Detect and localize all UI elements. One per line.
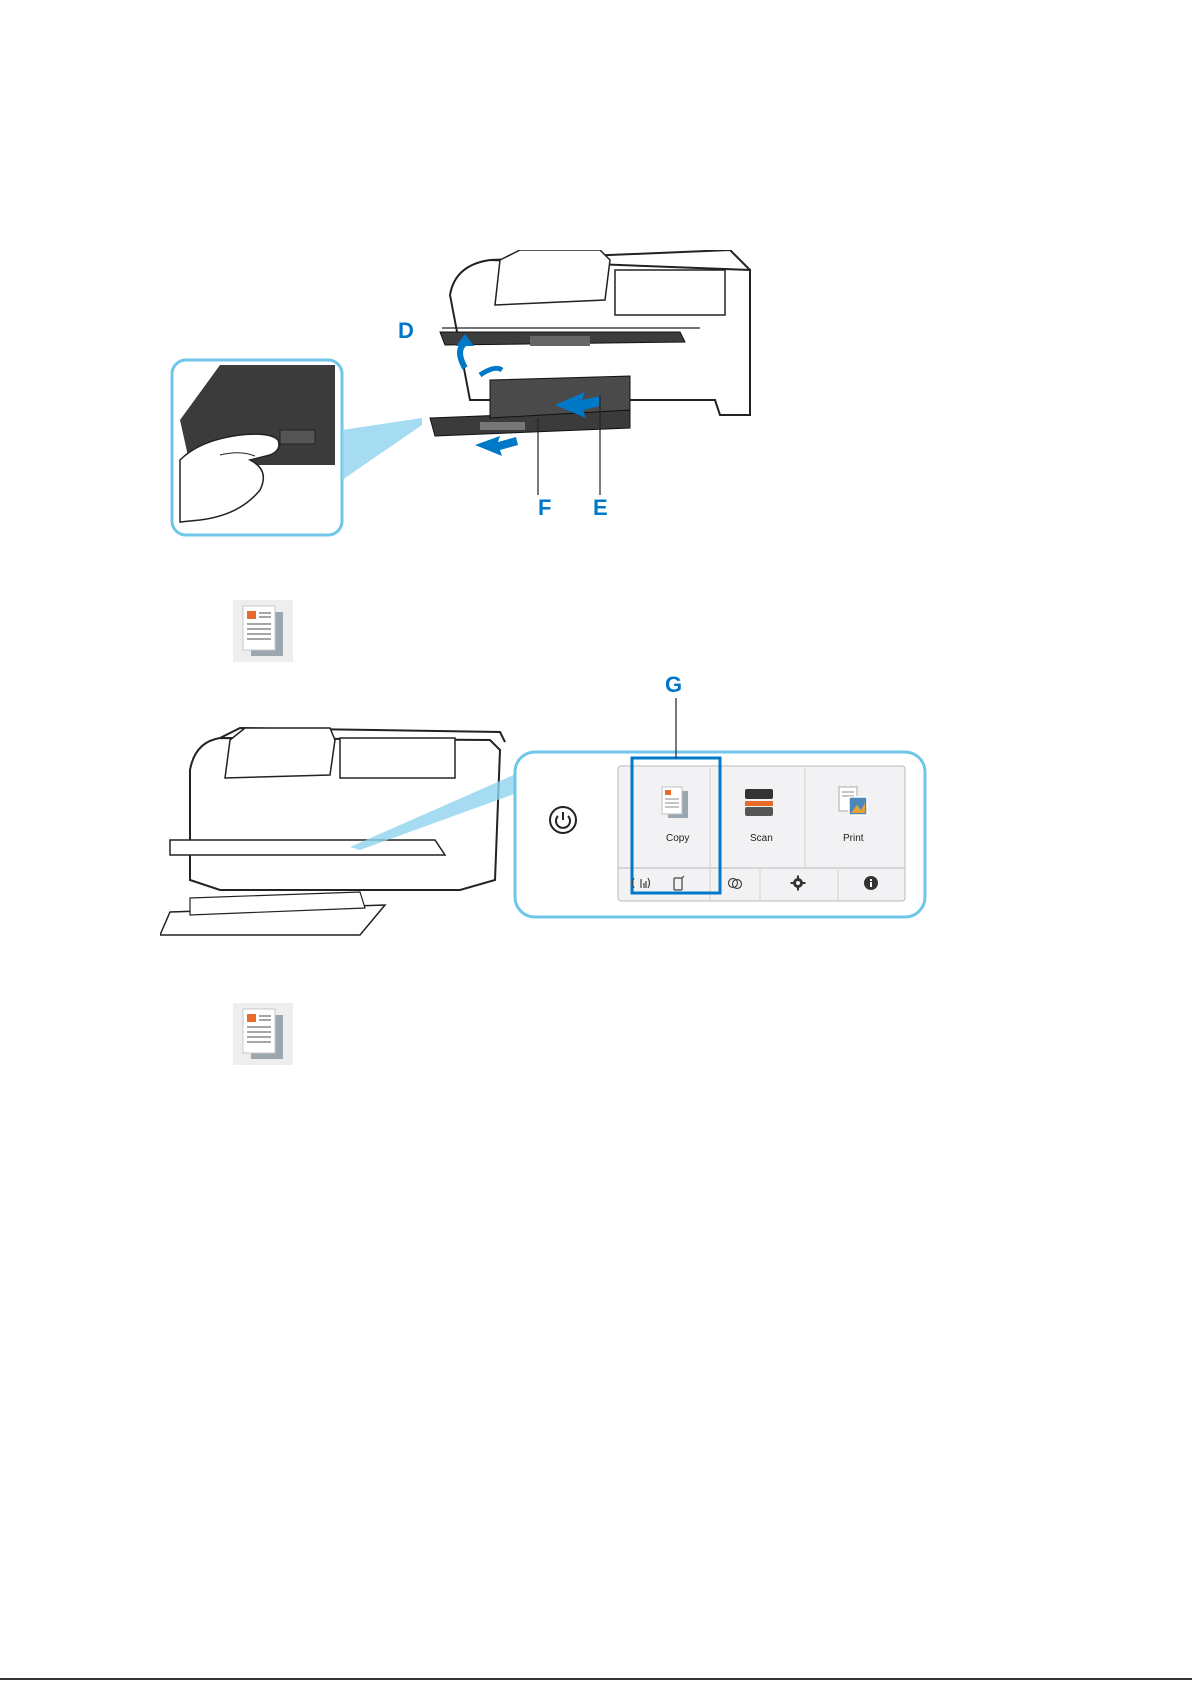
scan-tile-label: Scan: [750, 833, 773, 844]
callout-e: E: [593, 495, 608, 521]
copy-icon: [233, 600, 293, 662]
copy-icon: [233, 1003, 293, 1065]
link-icon[interactable]: [725, 875, 745, 891]
scan-icon: [741, 785, 777, 819]
copy-icon: [656, 785, 692, 819]
figure-operation-panel: G Copy Scan: [160, 680, 930, 960]
print-tile[interactable]: Print: [807, 775, 902, 865]
phone-icon[interactable]: [670, 875, 686, 891]
info-icon[interactable]: [863, 875, 879, 891]
power-icon: [548, 805, 578, 835]
copy-tile-label: Copy: [666, 833, 689, 844]
scan-tile[interactable]: Scan: [715, 775, 803, 865]
print-tile-label: Print: [843, 833, 864, 844]
printer-tray-illustration: [160, 250, 800, 550]
power-button[interactable]: [548, 805, 578, 835]
callout-g: G: [665, 672, 682, 698]
gear-icon[interactable]: [790, 875, 806, 891]
copy-tile[interactable]: Copy: [638, 775, 713, 865]
figure-paper-output-tray: D F E: [160, 250, 800, 550]
page-bottom-divider: [0, 1678, 1192, 1680]
callout-f: F: [538, 495, 551, 521]
print-icon: [835, 785, 871, 819]
callout-d: D: [398, 318, 414, 344]
wireless-icon[interactable]: [630, 875, 652, 891]
